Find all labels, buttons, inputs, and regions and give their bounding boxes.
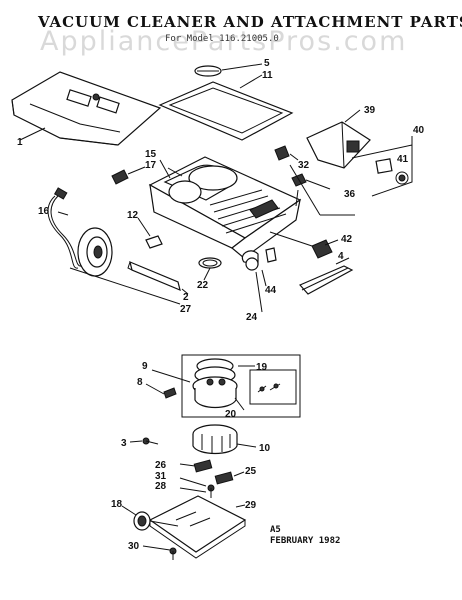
part-motor-assembly[interactable]	[181, 354, 301, 418]
label-part-20: 20	[225, 409, 237, 420]
label-part-41: 41	[397, 154, 409, 165]
label-part-11: 11	[262, 70, 273, 81]
part-canister-housing[interactable]	[148, 156, 302, 259]
label-part-18: 18	[111, 499, 123, 510]
part-pad-right[interactable]	[214, 471, 234, 485]
part-filter-disc[interactable]	[194, 65, 222, 77]
part-top-cover[interactable]	[11, 71, 162, 146]
part-pad-left[interactable]	[193, 459, 213, 473]
part-mount-screw[interactable]	[142, 437, 159, 445]
label-part-12: 12	[127, 210, 139, 221]
label-part-32: 32	[298, 160, 310, 171]
label-part-4: 4	[338, 251, 344, 262]
label-part-25: 25	[245, 466, 257, 477]
label-part-31: 31	[155, 471, 167, 482]
label-part-42: 42	[341, 234, 353, 245]
label-part-10: 10	[259, 443, 271, 454]
part-base-screw[interactable]	[207, 484, 215, 498]
part-latch[interactable]	[311, 239, 333, 259]
part-switch[interactable]	[274, 145, 290, 161]
label-part-15: 15	[145, 149, 157, 160]
diagram-title: VACUUM CLEANER AND ATTACHMENT PARTS	[38, 13, 462, 31]
part-cord-plug[interactable]	[291, 173, 331, 190]
part-bracket[interactable]	[145, 235, 163, 249]
part-caster[interactable]	[241, 247, 277, 271]
revision-date: FEBRUARY 1982	[270, 536, 341, 546]
label-part-5: 5	[264, 58, 270, 69]
part-fan-housing[interactable]	[192, 424, 238, 455]
label-part-22: 22	[197, 280, 209, 291]
part-filter-holder[interactable]	[306, 121, 371, 169]
label-part-16: 16	[38, 206, 50, 217]
label-part-19: 19	[256, 362, 268, 373]
revision-code: A5	[270, 525, 281, 535]
label-part-40: 40	[413, 125, 425, 136]
part-cord-clip[interactable]	[111, 169, 129, 185]
label-part-26: 26	[155, 460, 167, 471]
part-base-foot-screw[interactable]	[169, 547, 177, 560]
label-part-44: 44	[265, 285, 277, 296]
part-gasket-frame[interactable]	[158, 81, 294, 141]
label-part-28: 28	[155, 481, 167, 492]
part-gasket-ring[interactable]	[198, 257, 222, 269]
label-part-30: 30	[128, 541, 140, 552]
label-part-39: 39	[364, 105, 376, 116]
label-part-3: 3	[121, 438, 127, 449]
label-part-27: 27	[180, 304, 192, 315]
revision-info: A5 FEBRUARY 1982	[270, 525, 340, 547]
part-latch-bracket[interactable]	[375, 158, 409, 185]
label-part-1: 1	[17, 137, 23, 148]
part-cord-reel[interactable]	[47, 187, 113, 277]
label-part-36: 36	[344, 189, 356, 200]
part-screw[interactable]	[163, 387, 177, 399]
part-wheel[interactable]	[133, 511, 179, 531]
label-part-8: 8	[137, 377, 143, 388]
part-lower-bracket[interactable]	[127, 260, 181, 292]
label-part-29: 29	[245, 500, 257, 511]
label-part-24: 24	[246, 312, 258, 323]
label-part-2: 2	[183, 292, 189, 303]
label-part-17: 17	[145, 160, 157, 171]
part-carry-handle[interactable]	[299, 265, 354, 295]
diagram-subtitle: For Model 116.21005.0	[165, 34, 279, 44]
label-part-9: 9	[142, 361, 148, 372]
